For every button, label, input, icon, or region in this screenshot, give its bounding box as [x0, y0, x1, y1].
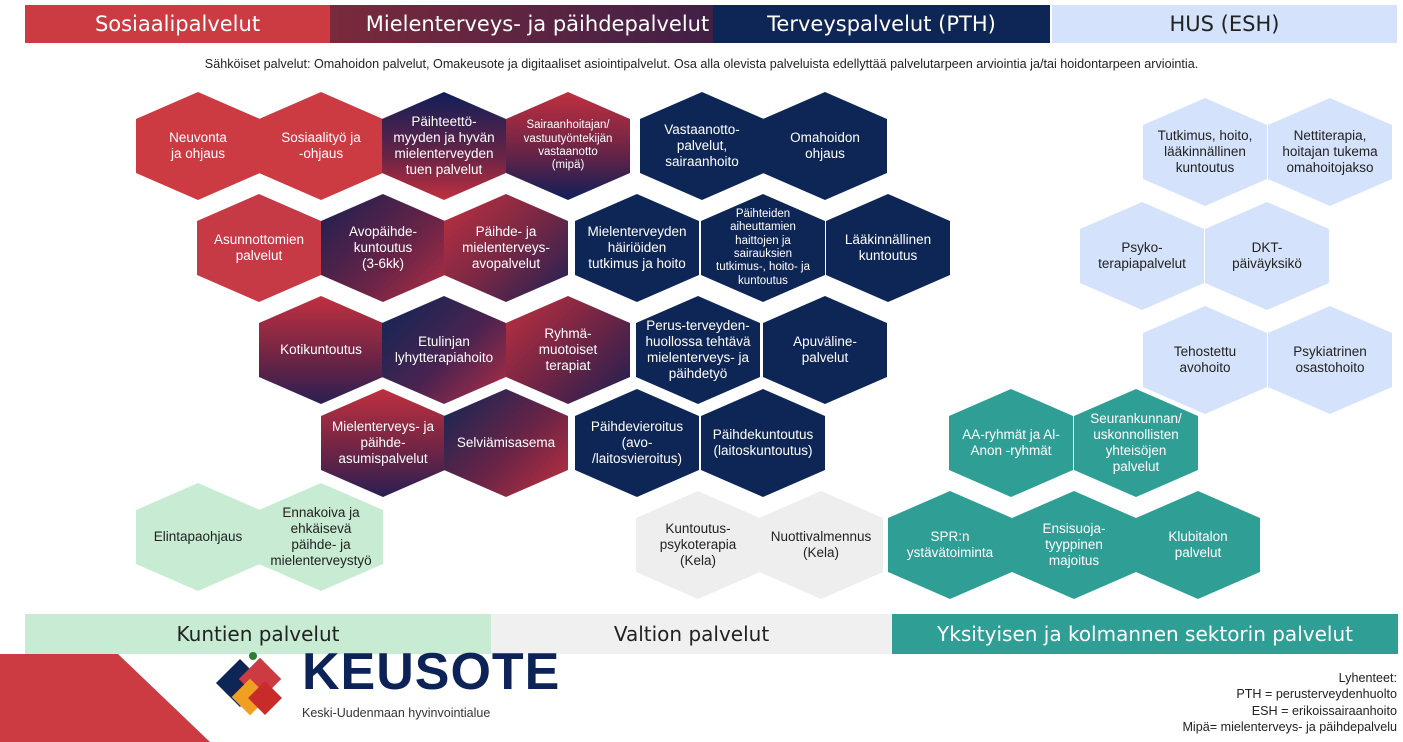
logo-name: KEUSOTE — [302, 643, 561, 701]
footer-state: Valtion palvelut — [491, 614, 892, 654]
hex-label: AA-ryhmät ja Al- Anon -ryhmät — [962, 427, 1060, 458]
hex-hairioiden: Mielenterveyden häiriöiden tutkimus ja h… — [575, 194, 699, 302]
hex-tutkimus: Tutkimus, hoito, lääkinnällinen kuntoutu… — [1143, 98, 1267, 206]
header-health-services: Terveyspalvelut (PTH) — [713, 5, 1050, 43]
hex-perus: Perus-terveyden- huollossa tehtävä miele… — [636, 296, 760, 404]
legend-pth: PTH = perusterveydenhuolto — [1236, 687, 1397, 702]
hex-asumis: Mielenterveys- ja päihde- asumispalvelut — [321, 389, 445, 497]
hex-label: Tutkimus, hoito, lääkinnällinen kuntoutu… — [1157, 128, 1253, 175]
hex-label: Sosiaalityö ja -ohjaus — [281, 130, 361, 161]
hex-klubitalo: Klubitalon palvelut — [1136, 491, 1260, 599]
hex-nuottivalmennus: Nuottivalmennus (Kela) — [759, 491, 883, 599]
hex-label: Päihde- ja mielenterveys- avopalvelut — [462, 224, 550, 271]
hex-label: Ryhmä- muotoiset terapiat — [538, 326, 598, 373]
hex-nettiterapia: Nettiterapia, hoitajan tukema omahoitoja… — [1268, 98, 1392, 206]
hex-paihdekuntoutus: Päihdekuntoutus (laitoskuntoutus) — [701, 389, 825, 497]
footer-municipal: Kuntien palvelut — [25, 614, 491, 654]
hex-sosiaalityo: Sosiaalityö ja -ohjaus — [259, 92, 383, 200]
hex-seurakunta: Seurankunnan/ uskonnollisten yhteisöjen … — [1074, 389, 1198, 497]
hex-label: Päihdevieroitus (avo- /laitosvieroitus) — [590, 419, 684, 466]
hex-label: Nuottivalmennus (Kela) — [770, 529, 872, 560]
hex-psykiatrinen: Psykiatrinen osastohoito — [1268, 306, 1392, 414]
hex-label: Vastaanotto- palvelut, sairaanhoito — [664, 122, 740, 169]
logo-subtitle: Keski-Uudenmaan hyvinvointialue — [302, 706, 491, 720]
hex-label: Neuvonta ja ohjaus — [169, 130, 227, 161]
hex-label: Elintapaohjaus — [153, 529, 243, 545]
hex-etulinjan: Etulinjan lyhytterapiahoito — [382, 296, 506, 404]
hex-label: Lääkinnällinen kuntoutus — [844, 232, 932, 263]
hex-label: Tehostettu avohoito — [1173, 344, 1237, 375]
header-social-services: Sosiaalipalvelut — [25, 5, 330, 43]
header-health-label: Terveyspalvelut (PTH) — [767, 12, 996, 36]
hex-kotikuntoutus: Kotikuntoutus — [259, 296, 383, 404]
hex-paihteetto: Päihteettö- myyden ja hyvän mielentervey… — [382, 92, 506, 200]
hex-label: Apuväline- palvelut — [793, 334, 857, 365]
hex-label: Avopäihde- kuntoutus (3-6kk) — [348, 224, 418, 271]
hex-label: Klubitalon palvelut — [1168, 529, 1228, 560]
hex-label: Ennakoiva ja ehkäisevä päihde- ja mielen… — [270, 505, 372, 568]
hex-psykoterapia: Psyko- terapiapalvelut — [1080, 202, 1204, 310]
hex-apuvaline: Apuväline- palvelut — [763, 296, 887, 404]
hex-vastaanotto: Vastaanotto- palvelut, sairaanhoito — [640, 92, 764, 200]
hex-label: Seurankunnan/ uskonnollisten yhteisöjen … — [1090, 411, 1182, 474]
legend-title: Lyhenteet: — [1338, 671, 1397, 685]
hex-label: Asunnottomien palvelut — [213, 232, 305, 263]
hex-tehostettu: Tehostettu avohoito — [1143, 306, 1267, 414]
hex-label: Kuntoutus- psykoterapia (Kela) — [659, 521, 737, 568]
hex-laakinnallinen: Lääkinnällinen kuntoutus — [826, 194, 950, 302]
legend-mipa: Mipä= mielenterveys- ja päihdepalvelu — [1182, 720, 1397, 735]
hex-avopaihde: Avopäihde- kuntoutus (3-6kk) — [321, 194, 445, 302]
hex-ensisuoja: Ensisuoja- tyyppinen majoitus — [1012, 491, 1136, 599]
hex-paihde-avo: Päihde- ja mielenterveys- avopalvelut — [444, 194, 568, 302]
hex-neuvonta: Neuvonta ja ohjaus — [136, 92, 260, 200]
header-social-label: Sosiaalipalvelut — [94, 12, 261, 36]
header-mental-label: Mielenterveys- ja päihdepalvelut — [365, 12, 710, 36]
legend-esh: ESH = erikoissairaanhoito — [1251, 703, 1397, 718]
header-mental-health-services: Mielenterveys- ja päihdepalvelut — [330, 5, 745, 43]
hex-selviamis: Selviämisasema — [444, 389, 568, 497]
hex-label: Mielenterveyden häiriöiden tutkimus ja h… — [587, 224, 687, 271]
hex-aa: AA-ryhmät ja Al- Anon -ryhmät — [949, 389, 1073, 497]
hex-elintapa: Elintapaohjaus — [136, 483, 260, 591]
hex-spr: SPR:n ystävätoiminta — [888, 491, 1012, 599]
hex-sairaanhoitajan: Sairaanhoitajan/ vastuutyöntekijän vasta… — [506, 92, 630, 200]
hex-label: Sairaanhoitajan/ vastuutyöntekijän vasta… — [523, 119, 613, 172]
hex-label: Päihdekuntoutus (laitoskuntoutus) — [712, 427, 814, 458]
hex-paihteiden: Päihteiden aiheuttamien haittojen ja sai… — [701, 194, 825, 302]
hex-ryhma: Ryhmä- muotoiset terapiat — [506, 296, 630, 404]
hex-label: Psyko- terapiapalvelut — [1098, 240, 1186, 271]
hex-label: SPR:n ystävätoiminta — [906, 529, 994, 560]
hex-omahoidon: Omahoidon ohjaus — [763, 92, 887, 200]
hex-ennakoiva: Ennakoiva ja ehkäisevä päihde- ja mielen… — [259, 483, 383, 591]
footer-municipal-label: Kuntien palvelut — [176, 622, 340, 646]
keusote-logo-icon — [215, 652, 282, 716]
hex-label: Selviämisasema — [456, 435, 556, 451]
hex-label: Kotikuntoutus — [280, 342, 362, 358]
hex-label: Etulinjan lyhytterapiahoito — [394, 334, 494, 365]
footer-private: Yksityisen ja kolmannen sektorin palvelu… — [892, 614, 1398, 654]
hex-label: DKT- päiväyksikö — [1232, 240, 1302, 271]
footer-private-label: Yksityisen ja kolmannen sektorin palvelu… — [937, 622, 1353, 646]
hex-label: Psykiatrinen osastohoito — [1293, 344, 1367, 375]
hex-kuntoutuspsyko: Kuntoutus- psykoterapia (Kela) — [636, 491, 760, 599]
hex-label: Perus-terveyden- huollossa tehtävä miele… — [645, 318, 751, 381]
corner-decoration — [0, 654, 210, 742]
header-hus-label: HUS (ESH) — [1169, 12, 1280, 36]
hex-label: Päihteettö- myyden ja hyvän mielentervey… — [393, 114, 495, 177]
abbreviations-legend: Lyhenteet: PTH = perusterveydenhuolto ES… — [1182, 670, 1397, 735]
intro-text: Sähköiset palvelut: Omahoidon palvelut, … — [204, 57, 1199, 71]
header-hus: HUS (ESH) — [1052, 5, 1397, 43]
hex-label: Mielenterveys- ja päihde- asumispalvelut — [331, 419, 435, 466]
footer-state-label: Valtion palvelut — [613, 622, 770, 646]
hex-label: Omahoidon ohjaus — [790, 130, 860, 161]
hex-label: Päihteiden aiheuttamien haittojen ja sai… — [716, 208, 810, 287]
hex-label: Ensisuoja- tyyppinen majoitus — [1042, 521, 1106, 568]
hex-asunnottomien: Asunnottomien palvelut — [197, 194, 321, 302]
hex-dkt: DKT- päiväyksikö — [1205, 202, 1329, 310]
hex-label: Nettiterapia, hoitajan tukema omahoitoja… — [1282, 128, 1378, 175]
hex-vieroitus: Päihdevieroitus (avo- /laitosvieroitus) — [575, 389, 699, 497]
